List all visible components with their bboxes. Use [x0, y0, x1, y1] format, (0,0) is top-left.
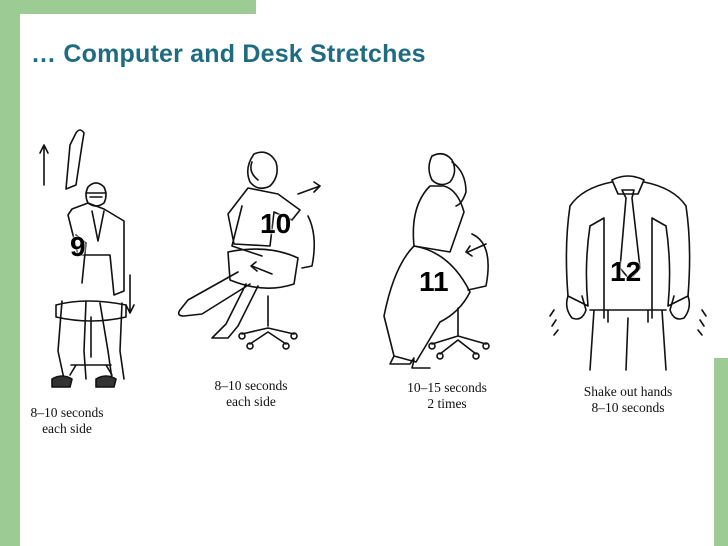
stretch-11-caption: 10–15 seconds 2 times [392, 380, 502, 412]
top-accent-bar [20, 0, 256, 14]
stretch-11-caption-line2: 2 times [427, 396, 467, 411]
stretch-9-caption-line2: each side [42, 421, 92, 436]
seated-woman-lean-back-drawing [383, 152, 490, 369]
stretch-10-illustration: 10 [168, 148, 328, 373]
stretch-12-number: 12 [610, 256, 642, 287]
standing-man-shake-hands-drawing [549, 175, 707, 371]
stretch-12-caption: Shake out hands 8–10 seconds [568, 384, 688, 416]
right-accent-bar [714, 358, 728, 546]
stretch-9-caption: 8–10 seconds each side [18, 405, 116, 437]
stretch-9-illustration: 9 [26, 125, 146, 405]
seated-woman-twist-drawing [177, 151, 321, 350]
stretch-9-number: 9 [70, 231, 86, 262]
stretch-11-caption-line1: 10–15 seconds [407, 380, 487, 395]
stretch-9-caption-line1: 8–10 seconds [30, 405, 104, 420]
stretch-10-caption-line1: 8–10 seconds [214, 378, 288, 393]
seated-man-arm-raised-drawing [39, 129, 135, 388]
stretch-10-caption: 8–10 seconds each side [196, 378, 306, 410]
left-accent-bar [0, 0, 20, 546]
stretch-10-number: 10 [260, 208, 292, 239]
stretch-11-number: 11 [419, 266, 449, 297]
stretch-10-caption-line2: each side [226, 394, 276, 409]
stretch-12-caption-line2: 8–10 seconds [591, 400, 665, 415]
stretch-12-illustration: 12 [548, 160, 708, 375]
stretch-12-caption-line1: Shake out hands [583, 384, 673, 399]
stretch-11-illustration: 11 [374, 150, 514, 375]
slide-title: … Computer and Desk Stretches [31, 40, 426, 68]
